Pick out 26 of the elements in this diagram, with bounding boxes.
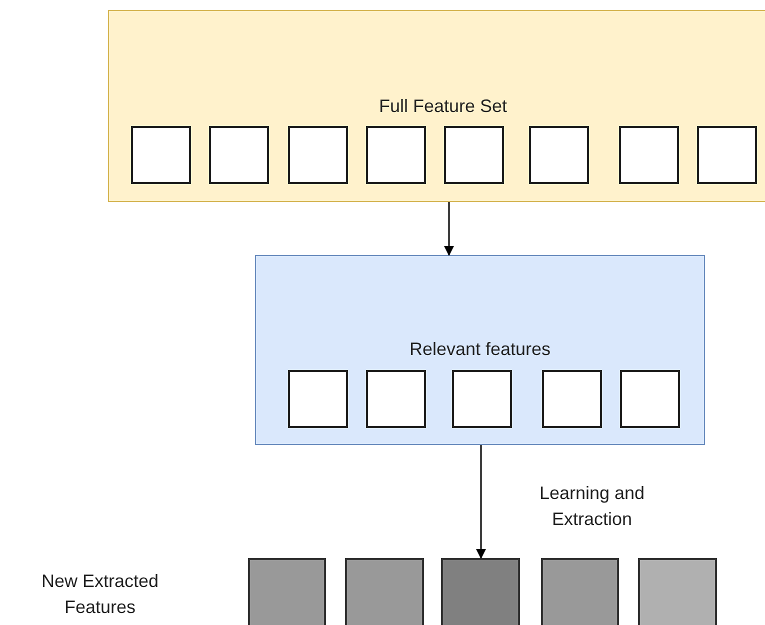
feature-square <box>697 126 757 184</box>
feature-square <box>288 370 348 428</box>
feature-set-panel <box>108 10 765 202</box>
feature-square <box>444 126 504 184</box>
arrow <box>444 202 454 256</box>
arrow <box>476 445 486 559</box>
extracted-feature-square <box>441 558 520 625</box>
feature-square <box>542 370 602 428</box>
relevant-features-panel <box>255 255 705 445</box>
extracted-feature-square <box>248 558 326 625</box>
feature-square <box>529 126 589 184</box>
feature-square <box>366 126 426 184</box>
feature-square <box>131 126 191 184</box>
feature-square <box>452 370 512 428</box>
feature-square <box>288 126 348 184</box>
row-label: New Extracted Features <box>40 570 160 619</box>
edge-label: Learning and Extraction <box>538 482 646 531</box>
extracted-feature-square <box>638 558 717 625</box>
extracted-feature-square <box>541 558 619 625</box>
feature-square <box>366 370 426 428</box>
panel-title: Relevant features <box>408 338 552 361</box>
feature-square <box>209 126 269 184</box>
extracted-feature-square <box>345 558 424 625</box>
panel-title: Full Feature Set <box>378 95 508 118</box>
feature-square <box>620 370 680 428</box>
feature-square <box>619 126 679 184</box>
